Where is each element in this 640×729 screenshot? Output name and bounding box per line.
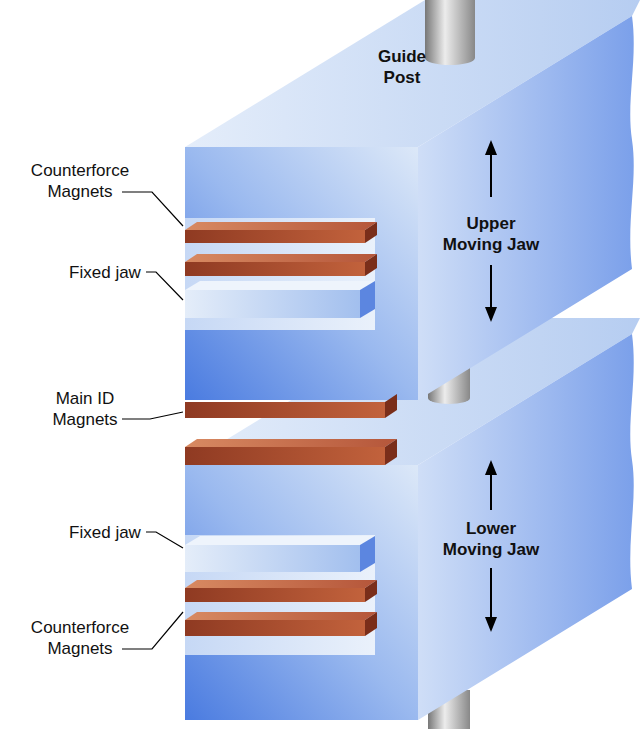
leader-line [146, 532, 183, 548]
fixed-jaw [185, 290, 360, 318]
part-label: Counterforce Magnets [15, 160, 145, 202]
counterforce-magnet-end [365, 254, 377, 276]
arrow-head [485, 617, 497, 632]
upper-jaw-cutout [185, 218, 375, 330]
leader-line [122, 412, 183, 419]
fixed-jaw-end [360, 281, 375, 318]
guide-post-base [425, 51, 475, 65]
part-label: Main ID Magnets [35, 388, 135, 430]
jaw-label: Upper Moving Jaw [439, 213, 543, 255]
counterforce-magnet-top [185, 580, 377, 588]
counterforce-magnet [185, 262, 365, 276]
fixed-jaw-top [185, 281, 375, 290]
main-id-magnet [185, 447, 385, 465]
main-id-magnet [185, 402, 385, 418]
fixed-jaw [185, 545, 360, 572]
part-label: Fixed jaw [60, 262, 150, 283]
lower-jaw-front-face [185, 465, 418, 720]
fixed-jaw-top [185, 536, 375, 545]
counterforce-magnet-end [365, 222, 377, 243]
counterforce-magnet-top [185, 222, 377, 230]
counterforce-magnet-end [365, 612, 377, 636]
guide-post-label: Guide Post [376, 46, 428, 88]
lower-jaw-cutout [185, 535, 375, 655]
counterforce-magnet [185, 588, 365, 602]
motion-arrow [490, 265, 492, 310]
counterforce-magnet-top [185, 254, 377, 262]
arrow-head [485, 460, 497, 475]
arrow-head [485, 140, 497, 155]
leader-line [146, 272, 183, 300]
fixed-jaw-end [360, 536, 375, 572]
motion-arrow [490, 568, 492, 620]
arrow-head [485, 307, 497, 322]
part-label: Fixed jaw [60, 522, 150, 543]
motion-arrow [490, 152, 492, 197]
counterforce-magnet-end [365, 580, 377, 602]
guide-post-base [428, 392, 470, 404]
main-id-magnet-end [385, 439, 397, 465]
motion-arrow [490, 472, 492, 510]
leader-line [122, 192, 183, 226]
main-id-magnet-top [185, 439, 397, 447]
lower-jaw-side-face [418, 334, 634, 720]
leader-line [122, 612, 183, 649]
jaw-label: Lower Moving Jaw [439, 518, 543, 560]
counterforce-magnet [185, 620, 365, 636]
counterforce-magnet [185, 230, 365, 243]
part-label: Counterforce Magnets [15, 617, 145, 659]
upper-jaw-side-face [418, 16, 634, 400]
guide-post [425, 0, 475, 58]
main-id-magnet-end [385, 394, 397, 418]
upper-jaw-front-face [185, 147, 418, 400]
counterforce-magnet-top [185, 612, 377, 620]
